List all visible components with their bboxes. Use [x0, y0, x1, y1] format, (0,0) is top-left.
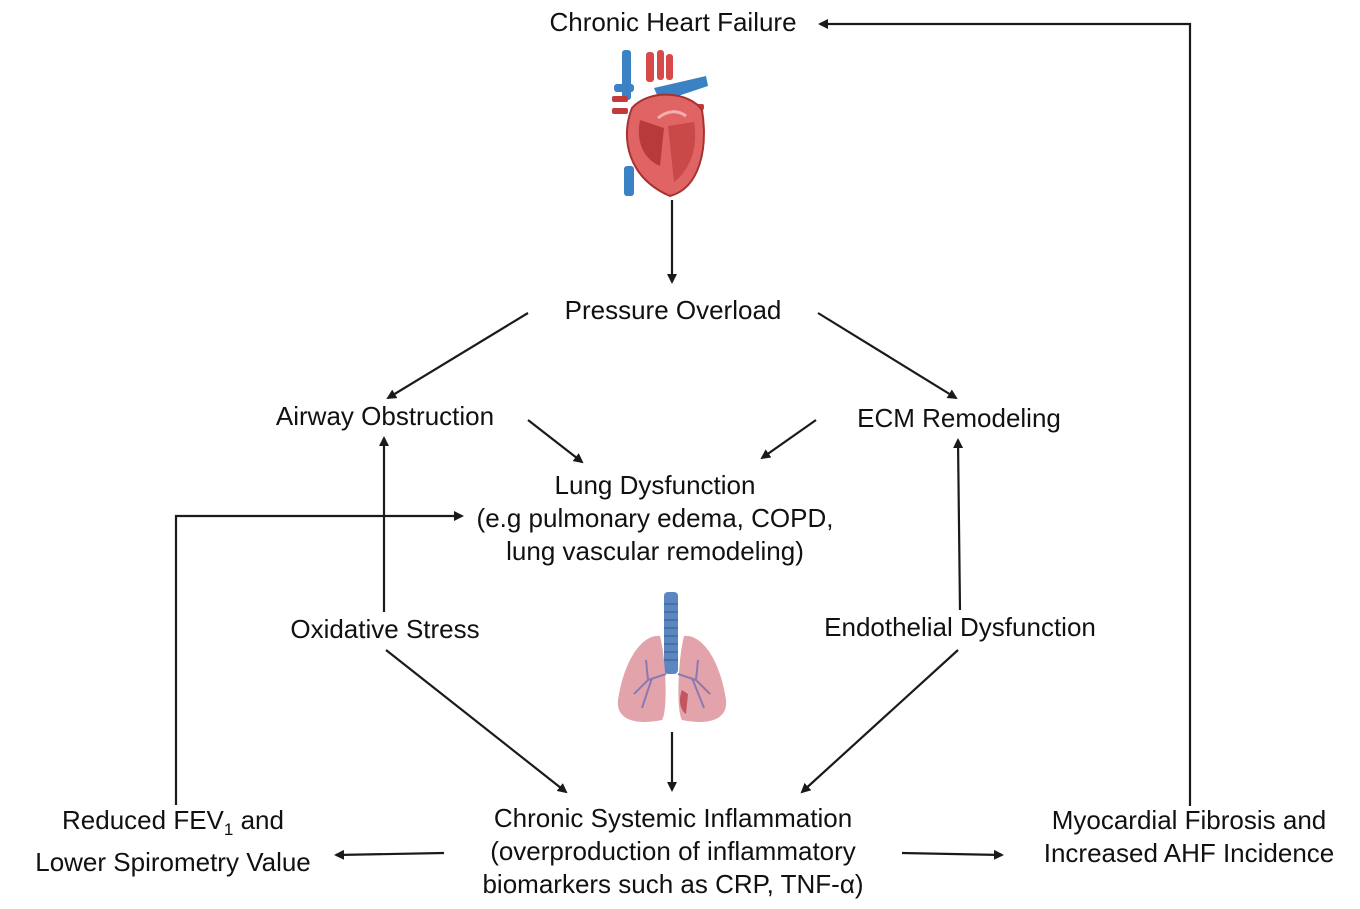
arrow-inflammation-to-fev	[334, 849, 445, 860]
label-line1: Reduced FEV1 and	[10, 804, 336, 846]
label-line2: (e.g pulmonary edema, COPD,	[476, 503, 834, 533]
arrow-oxidative-to-inflammation	[385, 649, 568, 794]
label: Oxidative Stress	[290, 614, 480, 644]
fev-text: Reduced FEV	[62, 805, 224, 835]
node-lung-dysfunction: Lung Dysfunction (e.g pulmonary edema, C…	[460, 469, 850, 568]
fev-subscript: 1	[223, 820, 234, 840]
label-line2: Increased AHF Incidence	[1043, 838, 1335, 868]
lungs-icon	[617, 592, 727, 722]
arrow-fev-to-lung	[174, 511, 464, 805]
label-line2: Lower Spirometry Value	[35, 847, 311, 878]
arrow-fibrosis-to-heart	[818, 19, 1192, 806]
arrow-pressure-to-airway	[386, 312, 529, 400]
node-ecm-remodeling: ECM Remodeling	[820, 402, 1098, 435]
arrow-ecm-to-lung	[760, 419, 817, 460]
node-endothelial-dysfunction: Endothelial Dysfunction	[800, 611, 1120, 644]
node-oxidative-stress: Oxidative Stress	[260, 613, 510, 646]
label: ECM Remodeling	[857, 403, 1061, 433]
node-myocardial-fibrosis: Myocardial Fibrosis and Increased AHF In…	[1018, 804, 1360, 870]
heart-icon	[612, 50, 708, 198]
node-chronic-heart-failure: Chronic Heart Failure	[520, 6, 826, 39]
arrow-endothelial-to-ecm	[953, 438, 964, 611]
label-line1: Chronic Systemic Inflammation	[493, 803, 853, 833]
label: Endothelial Dysfunction	[824, 612, 1096, 642]
label-line2: (overproduction of inflammatory	[490, 836, 856, 866]
arrow-inflammation-to-fibrosis	[901, 849, 1004, 860]
node-pressure-overload: Pressure Overload	[520, 294, 826, 327]
label-line3: lung vascular remodeling)	[506, 536, 804, 566]
label-line1: Myocardial Fibrosis and	[1051, 805, 1327, 835]
node-reduced-fev: Reduced FEV1 and Lower Spirometry Value	[10, 804, 336, 879]
label: Airway Obstruction	[275, 401, 495, 431]
arrow-airway-to-lung	[527, 419, 584, 464]
label: Chronic Heart Failure	[549, 7, 797, 37]
label: Pressure Overload	[564, 295, 782, 325]
node-airway-obstruction: Airway Obstruction	[240, 400, 530, 433]
node-chronic-systemic-inflammation: Chronic Systemic Inflammation (overprodu…	[450, 802, 896, 901]
arrow-pressure-to-ecm	[817, 312, 958, 400]
label-line3: biomarkers such as CRP, TNF-α)	[482, 869, 864, 899]
arrow-endothelial-to-inflammation	[800, 649, 959, 794]
fev-and-text: and	[233, 805, 284, 835]
label-line1: Lung Dysfunction	[554, 470, 756, 500]
